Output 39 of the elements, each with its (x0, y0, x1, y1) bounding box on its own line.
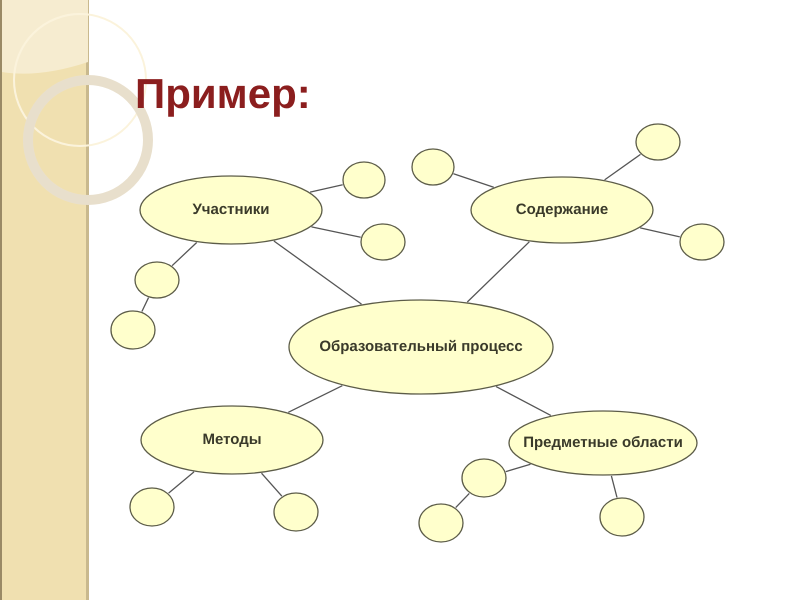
empty-circle (418, 503, 464, 543)
node-label: Образовательный процесс (318, 337, 524, 358)
connector-line (640, 227, 680, 238)
connector-line (168, 471, 194, 494)
empty-circle (342, 161, 386, 199)
slide-title: Пример: (135, 70, 311, 118)
empty-circle (273, 492, 319, 532)
node-label: Предметные области (522, 433, 684, 454)
topic-ellipse (140, 405, 324, 475)
empty-circle (599, 497, 645, 537)
empty-circle (360, 223, 406, 261)
connector-line (466, 241, 530, 302)
topic-ellipse (508, 410, 698, 476)
empty-circle (679, 223, 725, 261)
empty-circle (129, 487, 175, 527)
node-label: Участники (191, 200, 271, 220)
connector-line (496, 386, 552, 416)
connector-line (274, 240, 362, 305)
node-label: Методы (201, 430, 263, 450)
empty-circle (635, 123, 681, 161)
connector-line (288, 385, 343, 413)
connector-line (610, 476, 618, 498)
connector-line (261, 472, 282, 497)
empty-circle (461, 458, 507, 498)
connector-line (604, 154, 641, 180)
connector-line (506, 464, 531, 472)
connector-line (453, 173, 494, 188)
node-label: Содержание (514, 200, 610, 220)
topic-ellipse (139, 175, 323, 245)
connector-line (455, 492, 470, 508)
connector-line (141, 297, 150, 312)
topic-ellipse (288, 299, 554, 395)
topic-ellipse (470, 176, 654, 244)
connector-line (311, 226, 361, 238)
empty-circle (110, 310, 156, 350)
connector-line (172, 242, 198, 266)
empty-circle (134, 261, 180, 299)
empty-circle (411, 148, 455, 186)
connector-line (310, 184, 343, 193)
